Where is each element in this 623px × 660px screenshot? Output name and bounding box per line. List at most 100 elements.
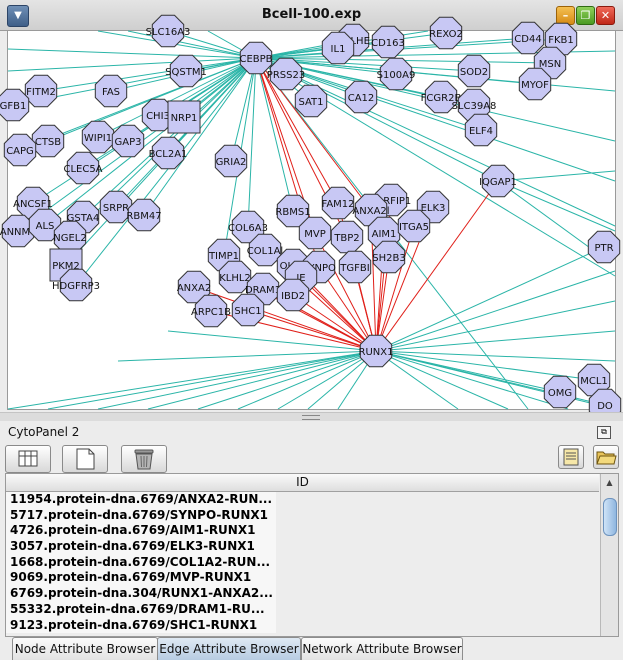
edge[interactable] [255,57,294,212]
node-shape[interactable] [321,186,355,220]
node-shape[interactable] [66,151,100,185]
node-shape[interactable] [177,270,211,304]
edge[interactable] [375,225,415,352]
edge[interactable] [40,57,257,92]
network-node[interactable]: MYOF [518,67,552,101]
network-node[interactable]: PTR [587,230,621,264]
network-node[interactable]: SAT1 [294,84,328,118]
table-row[interactable]: 6769.protein-dna.304/RUNX1-ANXA2... [6,586,276,602]
edge[interactable] [375,246,605,352]
network-canvas[interactable]: SLC16A3CEBPBBHLHEIL1CD163REXO2CD44FKB1SQ… [0,14,622,422]
node-shape[interactable] [3,133,37,167]
select-attributes-button[interactable] [5,445,51,473]
network-node[interactable]: RBM47 [126,198,162,232]
table-row[interactable]: 4726.protein-dna.6769/AIM1-RUNX1 [6,523,276,540]
import-table-button[interactable] [558,445,584,469]
edge[interactable] [127,30,257,59]
node-shape[interactable] [321,31,355,65]
node-shape[interactable] [151,14,185,48]
tab-node-attribute-browser[interactable]: Node Attribute Browser [12,637,158,660]
node-shape[interactable] [424,80,458,114]
edge[interactable] [375,180,499,352]
edge[interactable] [292,294,377,352]
network-node[interactable]: RBMS1 [275,194,311,228]
node-shape[interactable] [518,67,552,101]
network-node[interactable]: CD44 [511,21,545,55]
network-node[interactable]: IQGAP1 [479,164,517,198]
network-node[interactable]: SQSTM1 [165,54,207,88]
network-node[interactable]: ITGA5 [397,209,431,243]
edge[interactable] [117,350,377,362]
network-node[interactable]: S100A9 [377,57,416,91]
node-shape[interactable] [276,194,310,228]
network-node[interactable]: KLHL2 [218,260,252,294]
table-row[interactable]: 55332.protein-dna.6769/DRAM1-RU... [6,601,276,618]
node-shape[interactable] [169,54,203,88]
node-shape[interactable] [94,74,128,108]
edge[interactable] [7,48,257,59]
node-shape[interactable] [464,113,498,147]
node-shape[interactable] [99,190,133,224]
network-node[interactable]: SLC16A3 [146,14,191,48]
node-shape[interactable] [24,74,58,108]
network-node[interactable]: GAP3 [111,124,145,158]
edge[interactable] [255,57,616,182]
network-graph[interactable]: SLC16A3CEBPBBHLHEIL1CD163REXO2CD44FKB1SQ… [0,14,622,422]
edge[interactable] [375,330,616,352]
network-node[interactable]: BCL2A1 [149,136,188,170]
edge[interactable] [47,350,377,410]
splitter-grip-icon[interactable] [302,415,320,420]
edge[interactable] [375,350,595,381]
network-node[interactable]: FAS [94,74,128,108]
node-shape[interactable] [371,25,405,59]
edge-attribute-table[interactable]: ID 11954.protein-dna.6769/ANXA2-RUN...57… [5,473,619,637]
edge[interactable] [375,300,616,352]
network-node[interactable]: CTSB [31,124,65,158]
node-shape[interactable] [298,216,332,250]
edge[interactable] [255,57,616,92]
network-node[interactable]: ARPC1B [191,294,231,328]
table-row[interactable]: 3057.protein-dna.6769/ELK3-RUNX1 [6,539,276,555]
open-file-button[interactable] [593,445,619,469]
edge[interactable] [97,350,377,410]
node-shape[interactable] [194,294,228,328]
edge[interactable] [7,350,377,410]
node-shape[interactable] [231,293,265,327]
edge[interactable] [44,57,257,226]
maximize-button[interactable]: ❐ [576,6,595,25]
node-shape[interactable] [543,375,577,409]
network-node[interactable]: HDGFRP3 [52,268,100,302]
edge[interactable] [147,350,377,410]
vertical-scrollbar[interactable]: ▲ [600,474,618,636]
node-shape[interactable] [587,230,621,264]
network-node[interactable]: TBP2 [330,220,364,254]
scroll-up-icon[interactable]: ▲ [606,478,613,487]
delete-attribute-button[interactable] [121,445,167,473]
edge[interactable] [167,330,377,352]
edge[interactable] [7,57,257,72]
node-shape[interactable] [344,80,378,114]
node-shape[interactable] [0,88,30,122]
node-shape[interactable] [429,16,463,50]
table-row[interactable]: 9069.protein-dna.6769/MVP-RUNX1 [6,570,276,587]
network-node[interactable]: REXO2 [429,16,463,50]
network-node[interactable]: WIPI1 [81,120,115,154]
window-menu-button[interactable]: ▼ [7,5,29,27]
network-node[interactable]: NRP1 [167,100,201,134]
network-node[interactable]: RUNX1 [359,334,394,368]
network-node[interactable]: ALS [28,208,62,242]
node-shape[interactable] [111,124,145,158]
node-shape[interactable] [276,278,310,312]
node-shape[interactable] [269,57,303,91]
node-shape[interactable] [372,240,406,274]
edge[interactable] [197,350,377,410]
node-shape[interactable] [457,54,491,88]
network-node[interactable]: TGFBI [338,250,372,284]
edge[interactable] [247,57,257,228]
edge[interactable] [375,350,616,362]
network-node[interactable]: CEBPB [239,41,273,75]
node-shape[interactable] [248,233,282,267]
tab-network-attribute-browser[interactable]: Network Attribute Browser [301,637,463,660]
network-node[interactable]: SOD2 [457,54,491,88]
network-node[interactable]: SRPR [99,190,133,224]
